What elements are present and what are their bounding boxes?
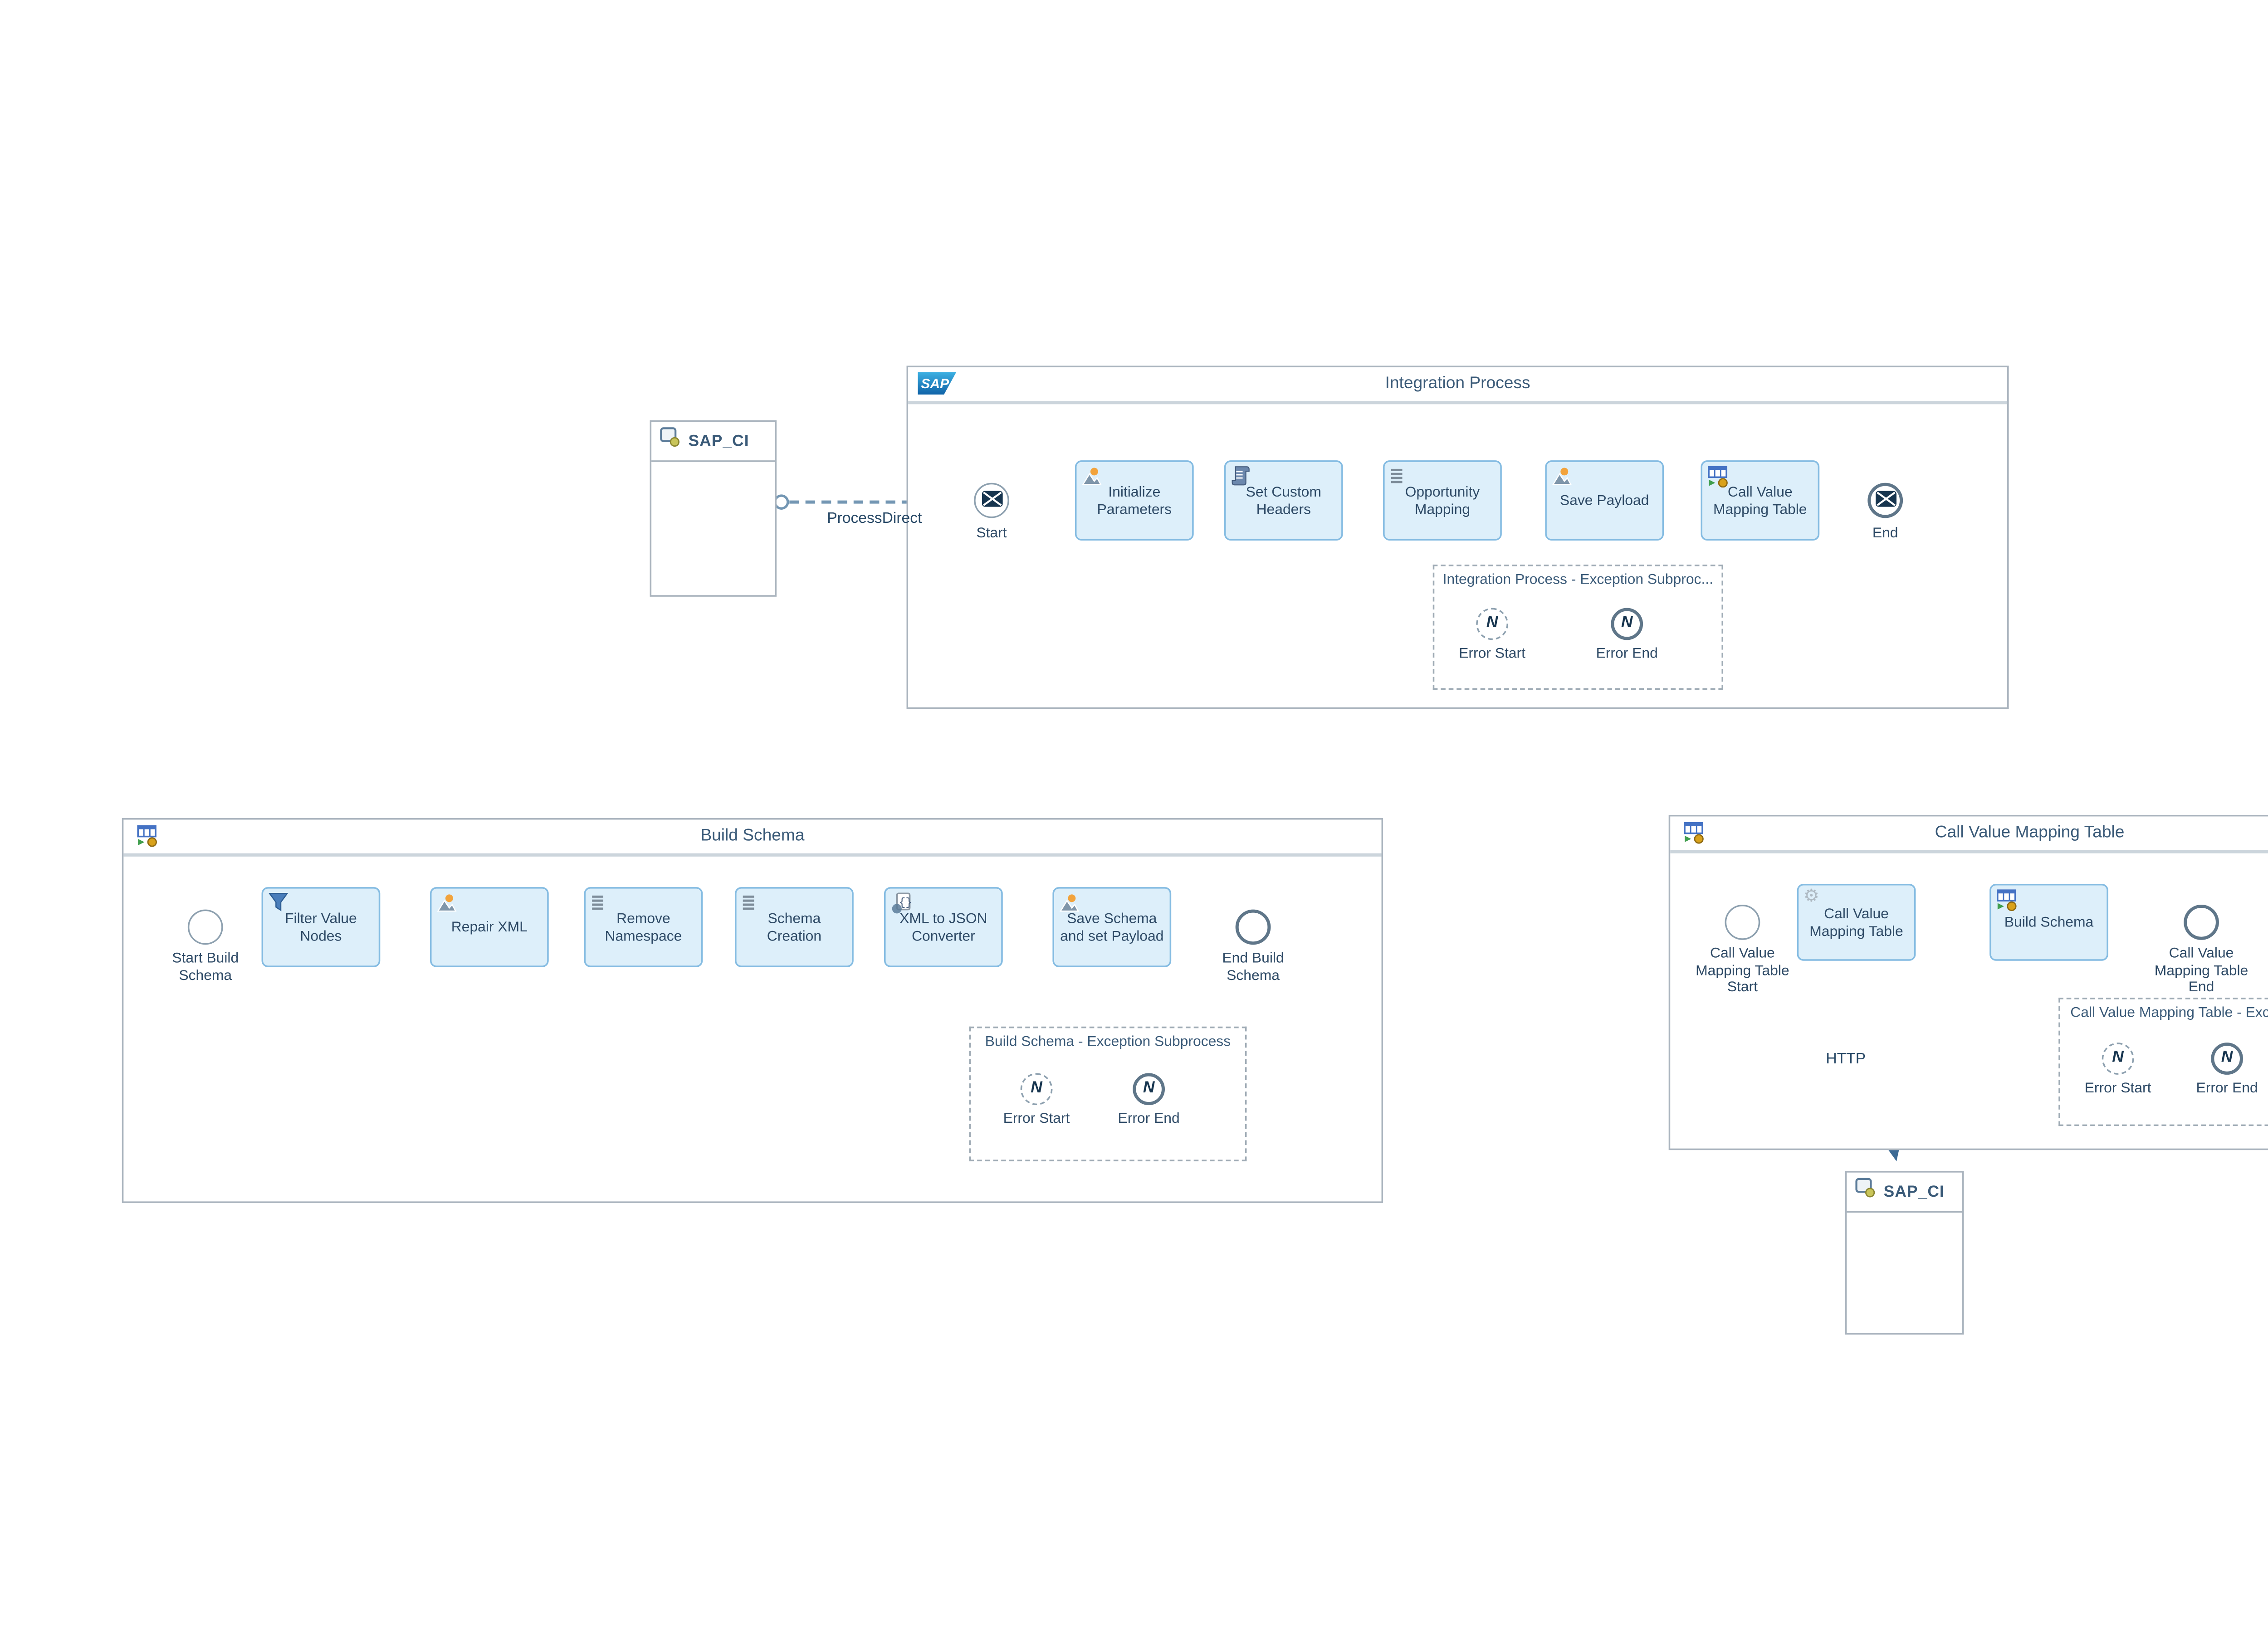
task-repair-xml[interactable]: Repair XML [430,887,549,967]
message-icon [981,486,1002,515]
task-label: Call Value Mapping Table [1713,483,1807,517]
error-end-label: Error End [2196,1079,2258,1096]
task-xml-to-json-converter[interactable]: {} XML to JSON Converter [884,887,1003,967]
participant-receiver-header: SAP_CI [1847,1173,1962,1213]
pool-call-value-mapping-table-header: Call Value Mapping Table [1670,816,2268,853]
pool-integration-process-header: SAP Integration Process [908,367,2008,404]
error-end-event[interactable]: N [2211,1043,2244,1075]
filter-icon [268,892,289,921]
script-icon [1231,465,1250,494]
process-call-icon [1707,465,1730,496]
content-modifier-icon [1059,892,1080,921]
error-start-event[interactable]: N [2102,1043,2134,1075]
error-start-label: Error Start [1459,644,1525,661]
task-call-value-mapping-table[interactable]: Call Value Mapping Table [1701,460,1820,541]
task-call-value-mapping-table[interactable]: ⚙ Call Value Mapping Table [1797,883,1916,961]
mapping-icon [1389,465,1407,494]
task-save-schema-and-set-payload[interactable]: Save Schema and set Payload [1052,887,1172,967]
task-label: Save Payload [1559,492,1649,508]
error-bolt-icon: N [1621,614,1633,632]
task-label: XML to JSON Converter [899,910,987,943]
mapping-icon [741,892,759,921]
task-build-schema-call[interactable]: Build Schema [1989,883,2108,961]
error-start-label: Error Start [1003,1110,1070,1126]
pool-build-schema-title: Build Schema [700,826,805,846]
content-modifier-icon [436,892,457,921]
task-initialize-parameters[interactable]: Initialize Parameters [1075,460,1194,541]
error-end-event[interactable]: N [1611,608,1643,640]
message-flow-processdirect-label: ProcessDirect [827,510,922,528]
end-event-integration-process[interactable] [1867,482,1903,518]
task-label: Remove Namespace [605,910,682,943]
end-event-label: Call Value Mapping Table End [2154,945,2248,995]
local-process-icon [137,824,159,855]
end-event-label: End Build Schema [1222,950,1284,983]
task-save-payload[interactable]: Save Payload [1545,460,1664,541]
xml-to-json-icon: {} [890,892,913,922]
exception-subprocess-title: Integration Process - Exception Subproc.… [1442,571,1714,587]
message-flow-http-label: HTTP [1826,1050,1866,1068]
end-event-call-value-mapping[interactable] [2184,904,2219,940]
end-event-label: End [1872,524,1898,541]
task-label: Opportunity Mapping [1405,483,1480,517]
message-icon [1875,486,1896,515]
start-event-build-schema[interactable] [187,909,223,945]
task-label: Save Schema and set Payload [1060,910,1164,943]
task-label: Repair XML [451,918,528,935]
error-bolt-icon: N [1143,1079,1155,1097]
exception-subprocess-build-schema[interactable]: Build Schema - Exception Subprocess [969,1026,1247,1161]
error-end-event[interactable]: N [1133,1073,1165,1106]
participant-system-icon [1855,1177,1876,1206]
error-end-label: Error End [1118,1110,1180,1126]
task-label: Set Custom Headers [1246,483,1321,517]
start-event-call-value-mapping[interactable] [1725,904,1760,940]
local-process-icon [1683,821,1706,852]
participant-sender[interactable]: SAP_CI [650,420,777,597]
task-label: Schema Creation [767,910,822,943]
error-end-label: Error End [1596,644,1658,661]
process-call-icon [1996,889,2019,919]
error-start-event[interactable]: N [1476,608,1508,640]
pool-call-value-mapping-table-title: Call Value Mapping Table [1935,823,2125,843]
participant-system-icon [660,427,680,456]
exception-subprocess-title: Build Schema - Exception Subprocess [985,1033,1231,1049]
request-reply-gear-icon: ⚙ [1803,887,1819,906]
error-bolt-icon: N [2221,1049,2233,1067]
task-label: Filter Value Nodes [285,910,357,943]
pool-integration-process-title: Integration Process [1385,374,1530,393]
error-start-event[interactable]: N [1020,1073,1053,1106]
task-filter-value-nodes[interactable]: Filter Value Nodes [261,887,381,967]
content-modifier-icon [1551,465,1572,494]
task-opportunity-mapping[interactable]: Opportunity Mapping [1383,460,1502,541]
participant-sender-header: SAP_CI [651,422,775,462]
error-start-label: Error Start [2084,1079,2151,1096]
end-event-build-schema[interactable] [1235,909,1271,945]
content-modifier-icon [1081,465,1102,494]
error-bolt-icon: N [2112,1049,2124,1067]
error-bolt-icon: N [1031,1079,1042,1097]
start-event-label: Start [976,524,1007,541]
start-event-integration-process[interactable] [974,482,1009,518]
start-event-label: Start Build Schema [172,950,239,983]
task-schema-creation[interactable]: Schema Creation [735,887,854,967]
task-label: Call Value Mapping Table [1809,905,1903,939]
mapping-icon [591,892,608,921]
exception-subprocess-call-value-mapping[interactable]: Call Value Mapping Table - Exceptio... [2058,998,2268,1126]
participant-sender-label: SAP_CI [688,432,749,450]
exception-subprocess-title: Call Value Mapping Table - Exceptio... [2070,1004,2268,1020]
task-label: Build Schema [2004,914,2094,930]
error-bolt-icon: N [1486,614,1498,632]
task-remove-namespace[interactable]: Remove Namespace [584,887,703,967]
pool-build-schema-header: Build Schema [123,820,1382,857]
task-label: Initialize Parameters [1097,483,1172,517]
start-event-label: Call Value Mapping Table Start [1696,945,1789,995]
sap-logo: SAP [918,372,957,395]
task-set-custom-headers[interactable]: Set Custom Headers [1224,460,1343,541]
participant-receiver[interactable]: SAP_CI [1845,1171,1964,1335]
participant-receiver-label: SAP_CI [1883,1183,1945,1201]
